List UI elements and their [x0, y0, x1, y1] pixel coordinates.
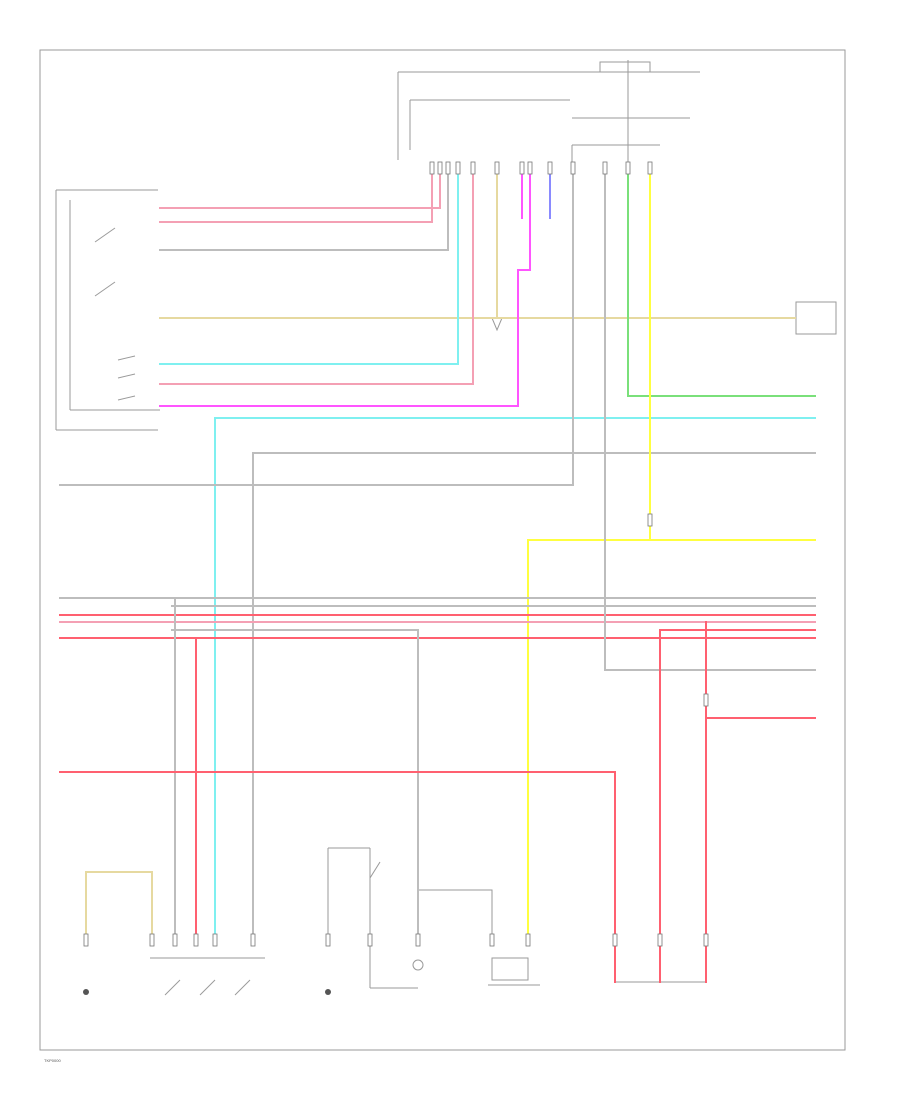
- connector-pin-20: [367, 933, 373, 947]
- wire-cyan-long: [214, 417, 816, 941]
- connector-pin-16: [250, 933, 256, 947]
- wire-green: [627, 167, 816, 397]
- bottom-switch-symbols: [164, 861, 529, 996]
- thin-line-layer: [55, 60, 706, 989]
- right-connector-box: [795, 301, 837, 335]
- connector-pin-6: [519, 161, 525, 175]
- connector-pin-10: [602, 161, 608, 175]
- connector-pin-12: [647, 161, 653, 175]
- connector-pin-1: [437, 161, 443, 175]
- headlight-switch-symbols: [94, 227, 136, 401]
- connector-pin-23: [525, 933, 531, 947]
- connector-pin-0: [429, 161, 435, 175]
- wire-pink-top-1: [159, 167, 441, 209]
- wire-yellow-main: [527, 539, 816, 941]
- connector-pin-17: [83, 933, 89, 947]
- wire-layer: [59, 167, 816, 983]
- connector-pin-22: [489, 933, 495, 947]
- wire-pink-top-2: [159, 167, 433, 223]
- wire-pink-mid: [159, 167, 474, 385]
- wire-cyan-top: [159, 167, 459, 365]
- connector-pin-15: [212, 933, 218, 947]
- connector-pin-3: [455, 161, 461, 175]
- wire-gray-left: [59, 167, 574, 486]
- connector-pin-19: [325, 933, 331, 947]
- thin-line-17: [418, 889, 493, 940]
- ground-symbols: [83, 317, 503, 995]
- connector-pin-11: [625, 161, 631, 175]
- connector-pin-26: [703, 933, 709, 947]
- connector-pin-18: [149, 933, 155, 947]
- connector-pin-4: [470, 161, 476, 175]
- wire-gray-long: [252, 452, 816, 941]
- connector-pin-2: [445, 161, 451, 175]
- wire-magenta: [159, 167, 531, 407]
- connector-pin-7: [527, 161, 533, 175]
- wire-gray-top: [159, 167, 449, 251]
- footer-code: TKP0000: [44, 1058, 61, 1063]
- connector-pin-25: [657, 933, 663, 947]
- wire-red-right-b: [705, 717, 816, 983]
- connector-pin-layer: [83, 161, 709, 947]
- connector-pin-24: [612, 933, 618, 947]
- wire-gray-v-right: [604, 167, 816, 671]
- wire-red-low: [59, 771, 616, 983]
- connector-pin-21: [415, 933, 421, 947]
- wire-gray-mid: [171, 629, 419, 941]
- connector-pin-8: [547, 161, 553, 175]
- connector-pin-27: [647, 513, 653, 527]
- connector-pin-5: [494, 161, 500, 175]
- wire-tan-low: [85, 871, 153, 941]
- connector-pin-13: [172, 933, 178, 947]
- connector-pin-14: [193, 933, 199, 947]
- diagram-frame: [39, 49, 846, 1051]
- junction-block-outline: [599, 61, 651, 73]
- connector-pin-9: [570, 161, 576, 175]
- connector-pin-28: [703, 693, 709, 707]
